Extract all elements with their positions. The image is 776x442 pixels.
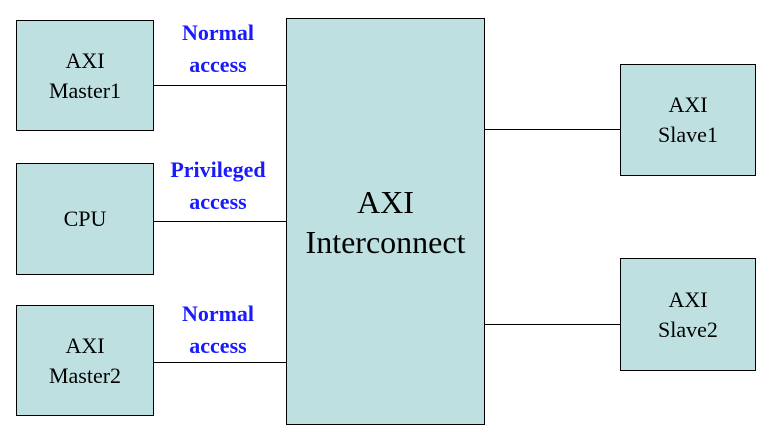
axi-master1-line2: Master1 xyxy=(48,77,122,103)
top-access-label: Normal access xyxy=(148,17,288,81)
middle-access-label: Privileged access xyxy=(148,154,288,218)
axi-master2-line1: AXI xyxy=(65,332,105,358)
cpu-block: CPU xyxy=(16,163,154,275)
axi-interconnect-block: AXI Interconnect xyxy=(286,18,485,425)
axi-slave1-line2: Slave1 xyxy=(658,122,718,147)
bottom-access-label: Normal access xyxy=(148,298,288,362)
top-access-line2: access xyxy=(189,52,247,77)
master1-to-interconnect-wire xyxy=(154,85,286,86)
bottom-access-line1: Normal xyxy=(181,301,255,326)
middle-access-line1: Privileged xyxy=(170,157,266,182)
cpu-to-interconnect-wire xyxy=(154,221,286,222)
axi-slave1-line1: AXI xyxy=(668,92,708,117)
bottom-access-line2: access xyxy=(189,333,247,358)
axi-master2-block: AXI Master2 xyxy=(16,305,154,416)
interconnect-to-slave1-wire xyxy=(485,129,620,130)
cpu-label: CPU xyxy=(63,206,107,231)
axi-master1-block: AXI Master1 xyxy=(16,20,154,131)
axi-slave2-line1: AXI xyxy=(668,286,708,312)
interconnect-line1: AXI xyxy=(357,183,414,220)
middle-access-line2: access xyxy=(189,189,247,214)
top-access-line1: Normal xyxy=(181,20,255,45)
axi-slave1-block: AXI Slave1 xyxy=(620,64,756,176)
axi-slave2-line2: Slave2 xyxy=(658,316,718,342)
axi-slave2-block: AXI Slave2 xyxy=(620,258,756,371)
axi-master2-line2: Master2 xyxy=(48,362,122,388)
interconnect-to-slave2-wire xyxy=(485,324,620,325)
master2-to-interconnect-wire xyxy=(154,362,286,363)
interconnect-line2: Interconnect xyxy=(305,223,466,260)
axi-master1-line1: AXI xyxy=(65,47,105,73)
